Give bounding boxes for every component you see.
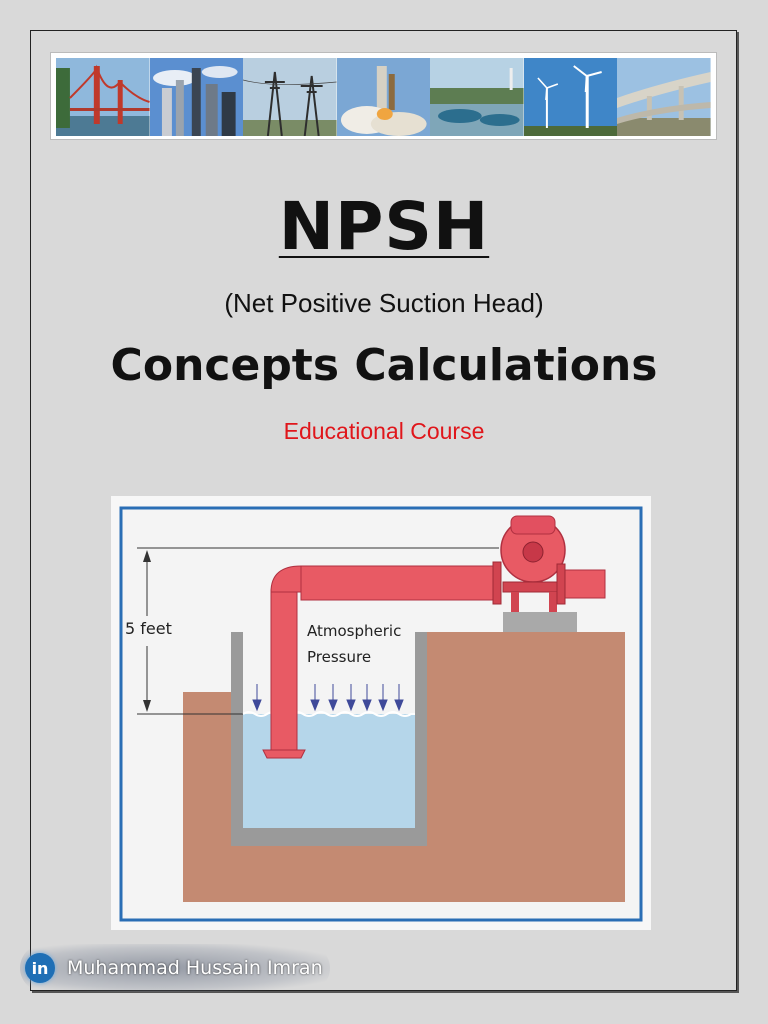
author-badge[interactable]: in Muhammad Hussain Imran [20, 944, 330, 992]
golden-gate-bridge-image [56, 58, 150, 136]
pressure-label-line2: Pressure [307, 648, 371, 666]
page-subtitle: (Net Positive Suction Head) [224, 288, 544, 318]
author-name: Muhammad Hussain Imran [67, 957, 323, 979]
water-treatment-plant-image [430, 58, 524, 136]
page-frame [30, 30, 737, 991]
highway-overpass-image [617, 58, 712, 136]
course-label: Educational Course [283, 418, 485, 444]
section-heading: Concepts Calculations [110, 340, 658, 391]
header-banner [50, 52, 717, 140]
wind-turbines-image [523, 58, 618, 136]
linkedin-icon[interactable]: in [25, 953, 55, 983]
rocket-launch-image [336, 58, 431, 136]
page-title: NPSH [278, 188, 490, 265]
npsh-diagram: 5 feet Atmospheric Pressure [111, 496, 651, 930]
city-skyline-image [149, 58, 244, 136]
pressure-label-line1: Atmospheric [307, 622, 401, 640]
height-label: 5 feet [125, 619, 172, 638]
power-transmission-towers-image [243, 58, 337, 136]
